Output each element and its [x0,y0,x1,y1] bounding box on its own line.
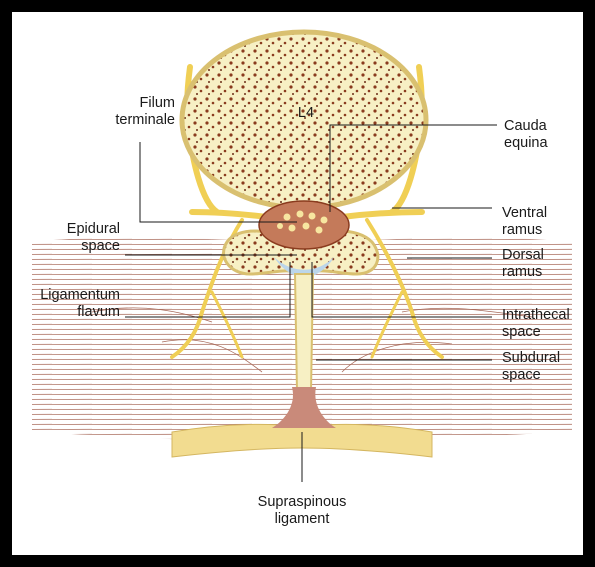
vertebra-label: L4 [292,105,320,122]
label-intrathecal-space: Intrathecal space [502,307,582,341]
spine-cross-section [12,12,583,555]
figure-frame: L4 Filum terminale Cauda equina Epidural… [12,12,583,555]
label-ventral-ramus: Ventral ramus [502,205,580,239]
label-subdural-space: Subdural space [502,350,580,384]
label-epidural-space: Epidural space [12,221,120,255]
label-ligamentum-flavum: Ligamentum flavum [12,287,120,321]
label-filum-terminale: Filum terminale [67,95,175,129]
label-cauda-equina: Cauda equina [504,118,582,152]
label-dorsal-ramus: Dorsal ramus [502,247,580,281]
spinous-process [295,274,313,392]
label-supraspinous-ligament: Supraspinous ligament [227,494,377,528]
